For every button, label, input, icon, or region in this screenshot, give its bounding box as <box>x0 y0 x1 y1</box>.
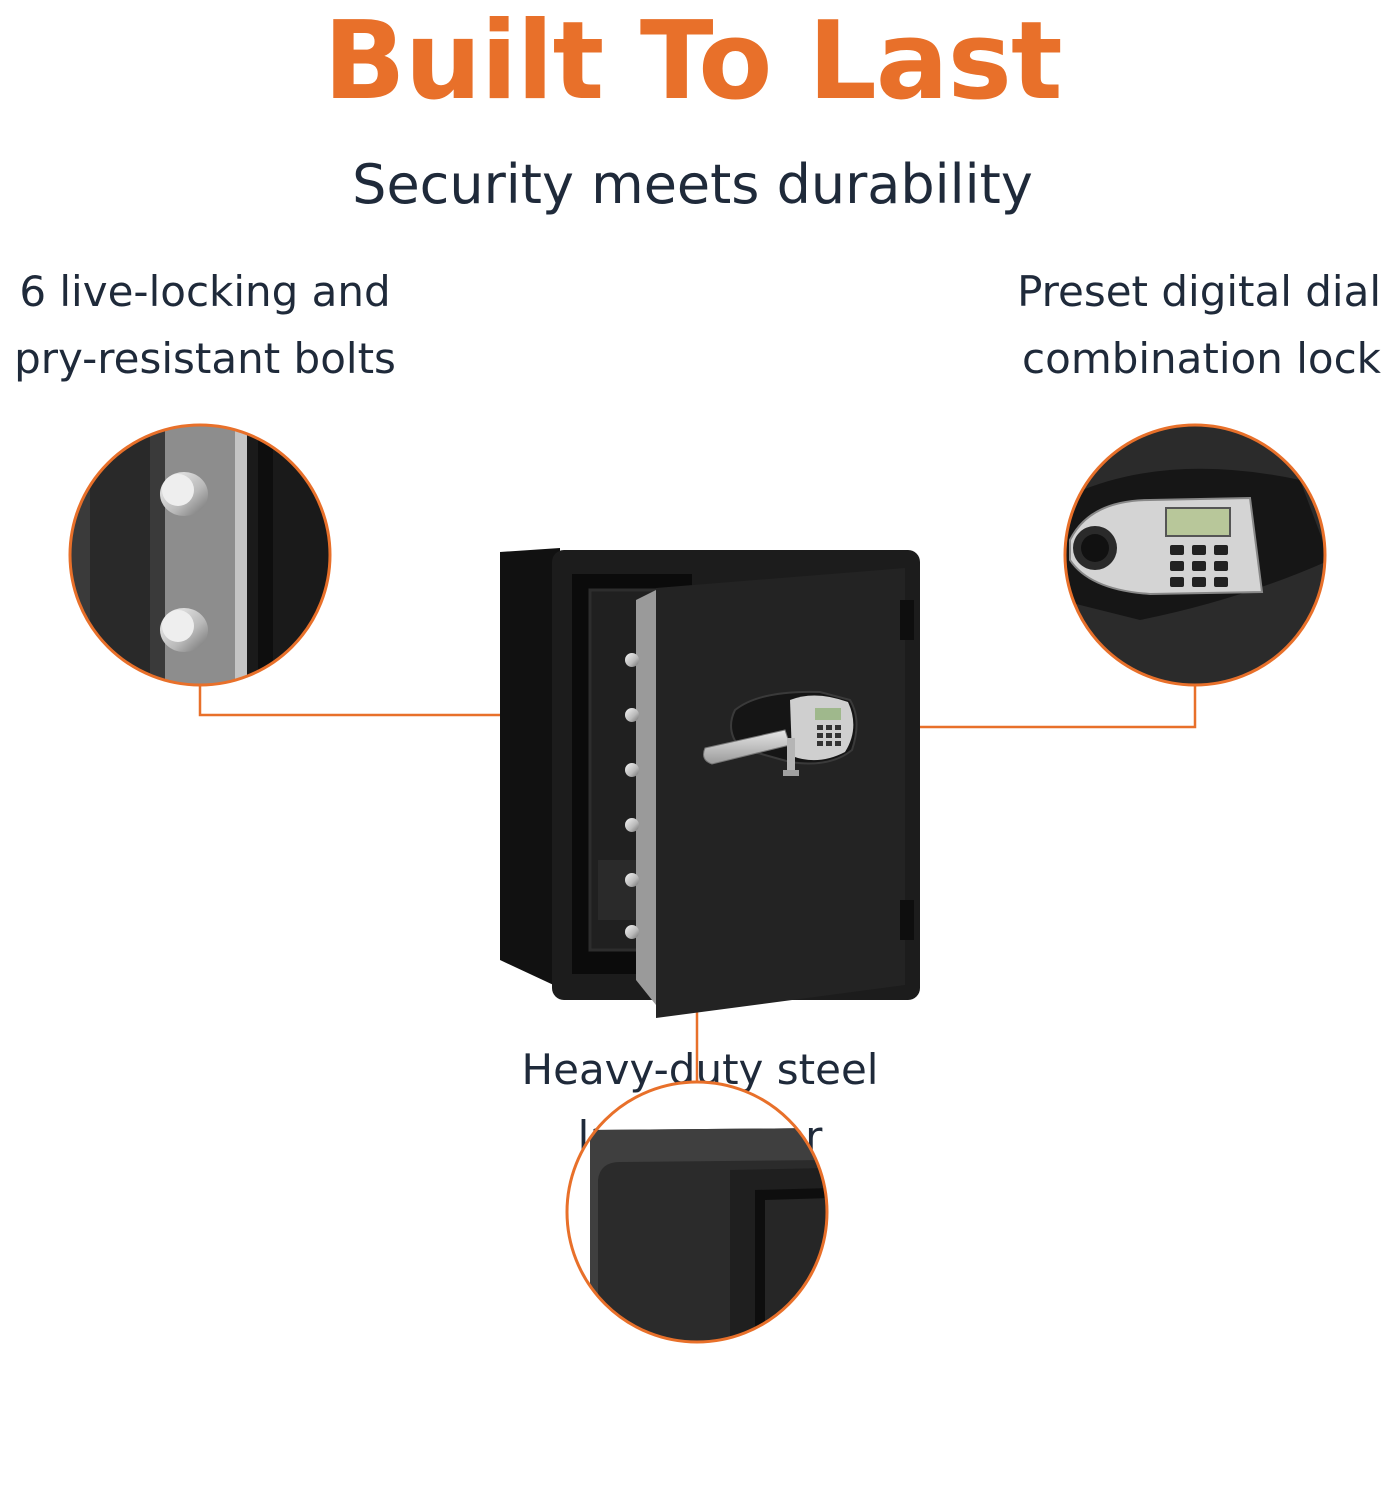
door-bolts <box>625 653 639 939</box>
callout-bolts-line2: pry-resistant bolts <box>14 334 396 383</box>
connector-bolts <box>198 685 622 717</box>
page-subtitle: Security meets durability <box>352 153 1033 216</box>
safe-illustration <box>500 548 920 1018</box>
connector-lock <box>860 685 1197 729</box>
connector-lines <box>198 685 1197 1082</box>
callout-lock-line2: combination lock <box>1022 334 1381 383</box>
callout-lock: Preset digital dial combination lock <box>998 258 1385 392</box>
callout-bolts: 6 live-locking and pry-resistant bolts <box>0 258 410 392</box>
bolts-zoom-icon <box>68 423 332 687</box>
keypad-zoom-icon <box>1063 423 1327 687</box>
page-title: Built To Last <box>323 0 1062 124</box>
steel-edge-zoom-icon <box>565 1080 829 1344</box>
callout-lock-line1: Preset digital dial <box>1017 267 1381 316</box>
callout-bolts-line1: 6 live-locking and <box>19 267 391 316</box>
